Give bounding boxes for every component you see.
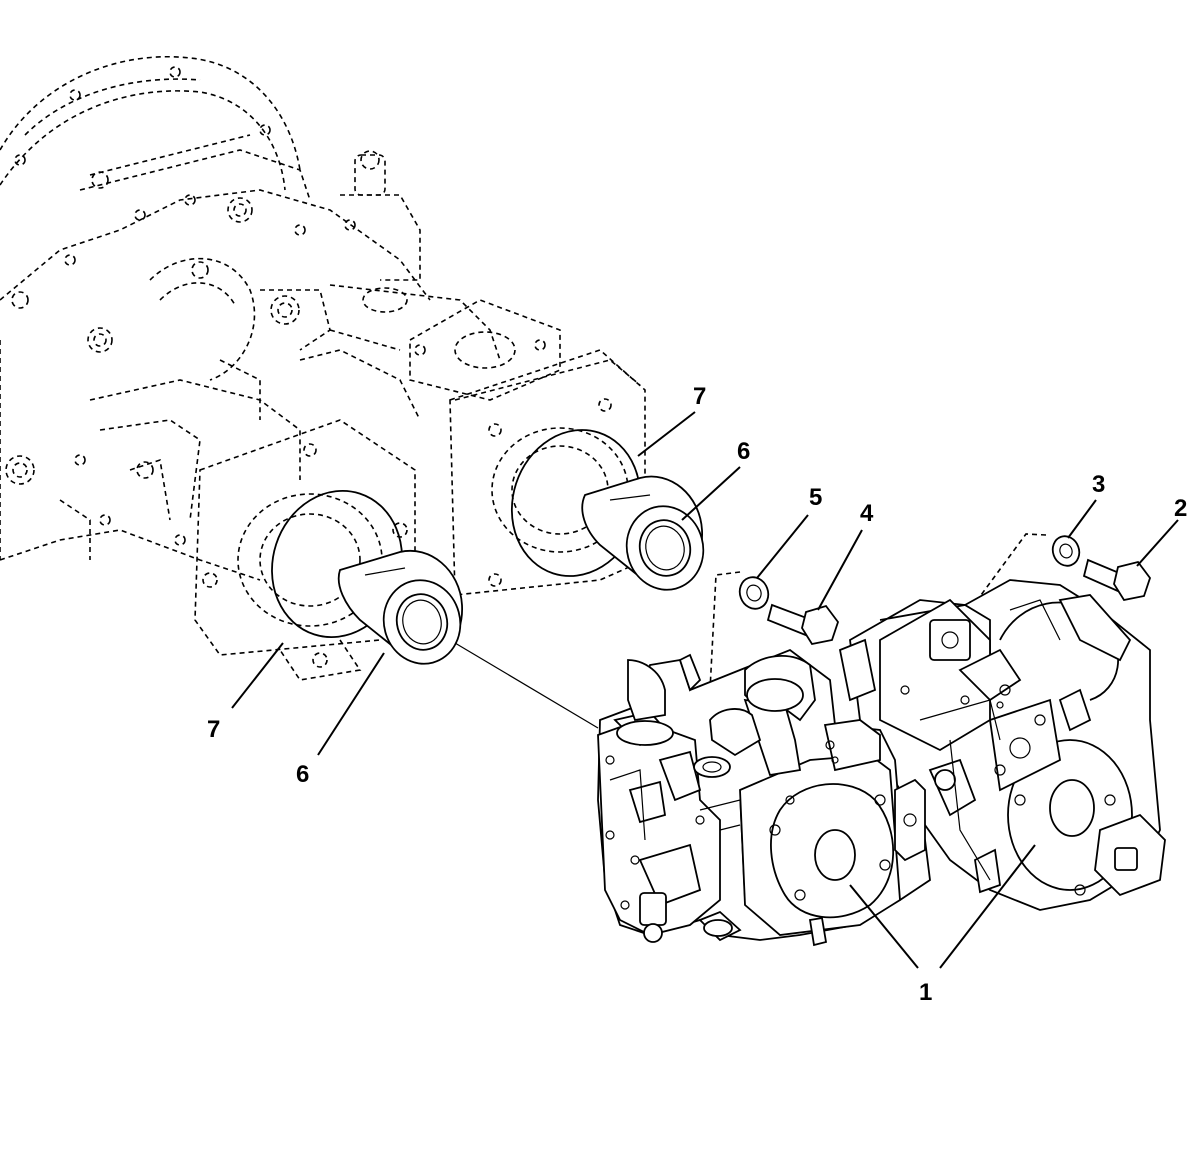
callout-7-lower: 7: [207, 716, 220, 743]
coupling-lower: [337, 549, 463, 665]
washer-5: [738, 576, 770, 610]
bolt-guide-left: [709, 571, 741, 691]
callout-7-upper: 7: [693, 383, 706, 410]
bolt-guide-right: [969, 533, 1047, 611]
coupling-upper: [581, 475, 705, 591]
alignment-line: [454, 642, 599, 729]
leader-lines: [231, 411, 1179, 969]
callout-6-lower: 6: [296, 761, 309, 788]
tandem-pump-assembly: [597, 579, 1166, 947]
callout-labels: 1 2 3 4 5 6 6 7 7: [207, 383, 1187, 1006]
bolt-2: [1082, 558, 1152, 602]
callout-4: 4: [860, 500, 874, 527]
callout-3: 3: [1092, 471, 1105, 498]
callout-1: 1: [919, 979, 932, 1006]
callout-5: 5: [809, 484, 822, 511]
callout-2: 2: [1174, 495, 1187, 522]
bolt-4: [766, 603, 840, 646]
washer-3: [1051, 535, 1081, 567]
callout-6-upper: 6: [737, 438, 750, 465]
gearbox-housing-ghost: [0, 55, 646, 681]
